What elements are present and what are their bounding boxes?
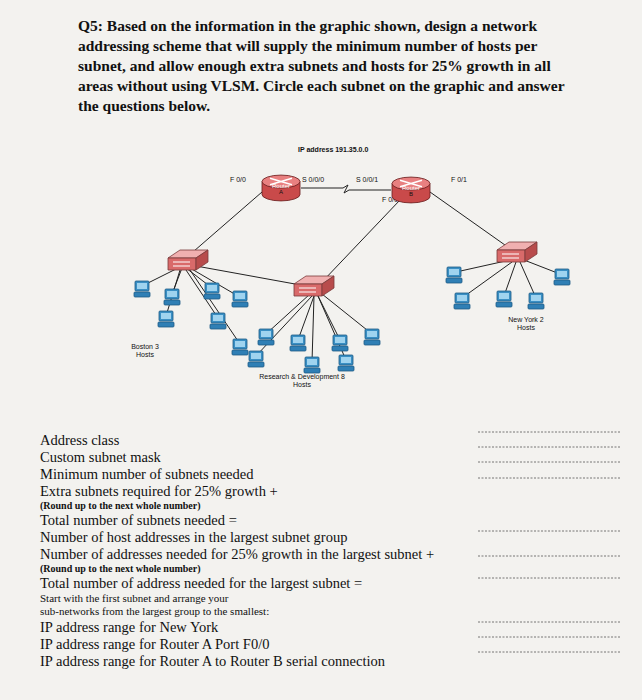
question-line: IP address range for New York — [40, 619, 218, 636]
diagram-label: S 0/0/1 — [356, 176, 378, 184]
question-line: (Round up to the next whole number) — [40, 500, 201, 512]
question-line: IP address range for Router A to Router … — [40, 653, 385, 670]
question-line: (Round up to the next whole number) — [40, 563, 201, 575]
router-name: B — [397, 191, 425, 197]
question-line: IP address range for Router A Port F0/0 — [40, 636, 269, 653]
question-heading: Q5: Based on the information in the grap… — [78, 16, 574, 116]
diagram-label: Boston 3 Hosts — [128, 343, 162, 359]
diagram-label: F 0/1 — [451, 176, 467, 184]
question-line: Total number of address needed for the l… — [40, 575, 362, 592]
diagram-label: IP address 191.35.0.0 — [298, 146, 368, 154]
router-icon: RouterB — [391, 176, 431, 204]
diagram-label: F 0/0 — [230, 176, 246, 184]
question-line: Total number of subnets needed = — [40, 512, 237, 529]
question-line: Address class — [40, 432, 119, 449]
diagram-label: New York 2 Hosts — [506, 316, 546, 332]
router-name: Router — [397, 185, 425, 191]
question-line: Number of host addresses in the largest … — [40, 529, 347, 546]
diagram-label: Research & Development 8 Hosts — [252, 373, 352, 389]
question-line: Number of addresses needed for 25% growt… — [40, 546, 434, 563]
router-icon: RouterA — [261, 174, 301, 202]
router-name: Router — [267, 183, 295, 189]
question-line: sub-networks from the largest group to t… — [40, 605, 269, 618]
router-name: A — [267, 189, 295, 195]
question-line: Minimum number of subnets needed — [40, 466, 253, 483]
question-line: Extra subnets required for 25% growth + — [40, 483, 278, 500]
serial-link — [301, 185, 391, 193]
diagram-label: S 0/0/0 — [302, 176, 324, 184]
question-line: Custom subnet mask — [40, 449, 161, 466]
question-line: Start with the first subnet and arrange … — [40, 592, 228, 605]
